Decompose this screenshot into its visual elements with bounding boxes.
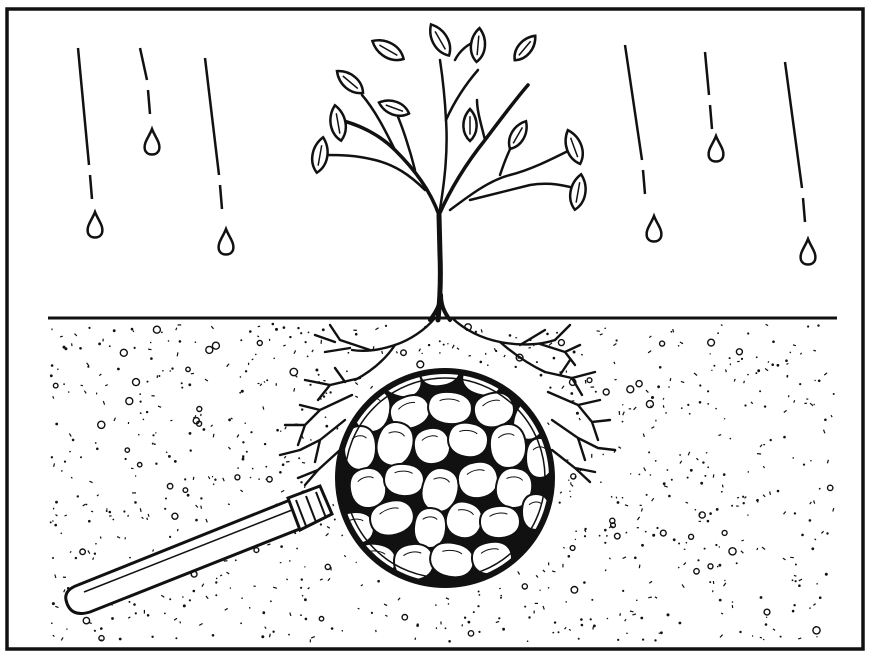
leaf: [463, 109, 476, 141]
